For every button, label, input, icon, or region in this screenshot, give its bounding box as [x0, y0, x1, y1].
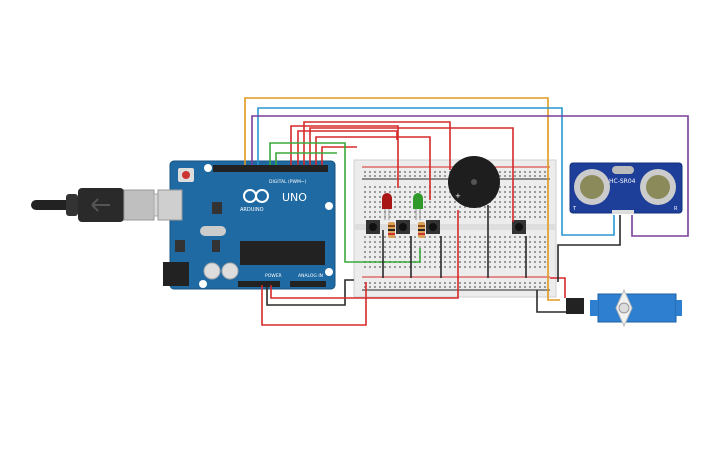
pushbutton-1[interactable]: [366, 220, 380, 234]
ultrasonic-sensor[interactable]: HC-SR04 T R: [569, 162, 683, 214]
piezo-buzzer[interactable]: +: [448, 156, 500, 208]
power-header: [238, 281, 280, 287]
red-wire-5: [297, 130, 398, 165]
brand-label: ARDUINO: [240, 207, 264, 213]
orange-wire-1: [244, 97, 560, 301]
board-name: UNO: [282, 191, 307, 204]
blue-wire-2: [257, 107, 615, 236]
regulator: [175, 240, 185, 252]
resistor-1: [388, 222, 395, 238]
red-wire-4: [290, 125, 399, 188]
small-chip-2: [212, 240, 220, 252]
arduino-logo: [243, 189, 269, 203]
analog-label: ANALOG IN: [298, 273, 323, 279]
green-led[interactable]: [413, 193, 423, 220]
green-wire-10: [269, 142, 421, 263]
black-wire-13: [266, 279, 354, 306]
red-wire-8: [315, 136, 431, 200]
wires: [244, 97, 689, 326]
power-label: POWER: [265, 273, 282, 279]
atmega-chip: [240, 241, 325, 265]
usb-cable[interactable]: [31, 188, 169, 222]
breadboard-holes: [364, 171, 546, 288]
digital-header: [213, 165, 328, 172]
black-wire-16: [536, 290, 566, 313]
purple-wire-3: [251, 115, 689, 237]
pushbutton-4[interactable]: [512, 220, 526, 234]
sensor-r-label: R: [674, 206, 678, 212]
red-wire-7: [309, 127, 514, 222]
analog-header: [290, 281, 326, 287]
resistor-2: [418, 222, 425, 238]
black-wire-17: [557, 215, 621, 282]
capacitor-1: [203, 262, 221, 280]
red-wire-14: [270, 210, 459, 299]
capacitor-2: [221, 262, 239, 280]
red-wire-15: [550, 277, 566, 298]
digital-header-label: DIGITAL (PWM~): [269, 179, 307, 185]
power-jack: [163, 262, 189, 286]
micro-servo[interactable]: [566, 288, 682, 328]
pushbutton-3[interactable]: [426, 220, 440, 234]
green-wire-11: [275, 152, 337, 165]
sensor-model-label: HC-SR04: [609, 178, 636, 185]
crystal: [200, 226, 226, 236]
buzzer-plus-label: +: [455, 192, 461, 200]
pushbutton-2[interactable]: [396, 220, 410, 234]
red-wire-12: [261, 282, 367, 326]
sensor-t-label: T: [572, 206, 577, 212]
usb-port: [157, 189, 183, 221]
arduino-uno-board[interactable]: UNO ARDUINO DIGITAL (PWM~) POWER ANALOG …: [157, 160, 336, 290]
servo-connector: [566, 298, 584, 314]
red-led[interactable]: [382, 193, 392, 220]
small-chip: [212, 202, 222, 214]
crystal: [612, 166, 634, 174]
